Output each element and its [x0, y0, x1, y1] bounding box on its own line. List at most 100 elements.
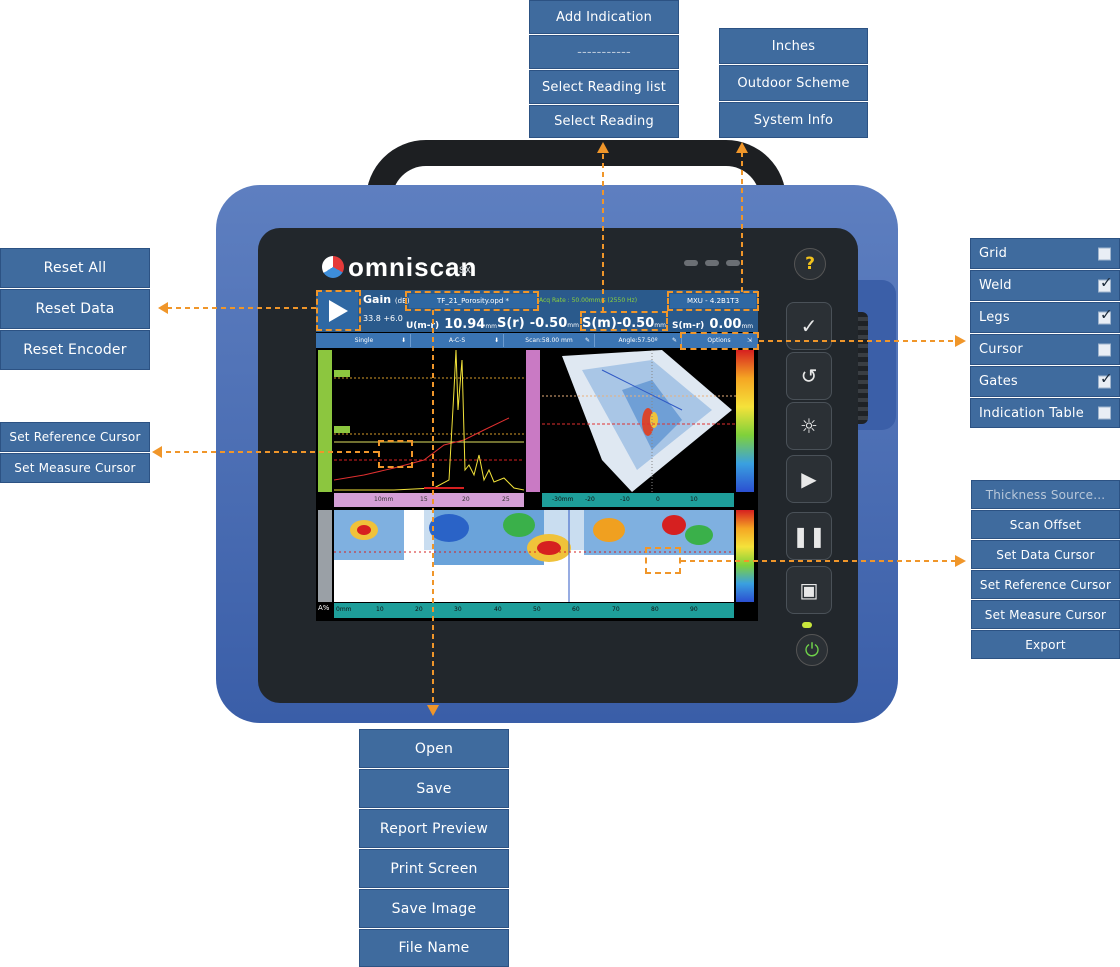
menu-item-file-name[interactable]: File Name — [359, 929, 509, 967]
option-label: Gates — [979, 374, 1018, 389]
menu-item-inches[interactable]: Inches — [719, 28, 868, 64]
play-icon: ▶ — [801, 467, 817, 491]
reading-sr[interactable]: S(r) -0.50mm — [497, 312, 579, 331]
menu-item-set-reference-cursor[interactable]: Set Reference Cursor — [0, 422, 150, 452]
menu-item-print-screen[interactable]: Print Screen — [359, 849, 509, 888]
checkbox[interactable]: ✓ — [1098, 275, 1113, 292]
probe-field[interactable]: MXU - 4.2B1T3 — [670, 294, 756, 308]
option-label: Grid — [979, 246, 1008, 261]
checkbox[interactable]: ✓ — [1098, 307, 1113, 324]
menu-item-indication-table[interactable]: Indication Table — [970, 398, 1120, 428]
sscan-scale-label: 10 — [690, 496, 698, 503]
menu-item-grid[interactable]: Grid — [970, 238, 1120, 269]
menu-item-report-preview[interactable]: Report Preview — [359, 809, 509, 848]
cscan-scan-ruler — [334, 603, 734, 618]
reading-u[interactable]: U(m-r) 10.94mm — [406, 313, 497, 332]
sscan-color-palette — [736, 350, 754, 492]
menu-item-set-measure-cursor[interactable]: Set Measure Cursor — [971, 600, 1120, 629]
accept-button[interactable]: ✓ — [786, 302, 832, 350]
checkmark-icon: ✓ — [1100, 273, 1113, 291]
menu-item-save[interactable]: Save — [359, 769, 509, 808]
power-button[interactable]: ⏻ — [796, 634, 828, 666]
brand-name: omniscan — [348, 252, 478, 282]
menu-item-outdoor-scheme[interactable]: Outdoor Scheme — [719, 65, 868, 101]
reading-smr[interactable]: S(m-r) 0.00mm — [672, 313, 753, 332]
cscan-scale-label: 40 — [494, 606, 502, 613]
cscan-color-palette — [736, 510, 754, 602]
cscan-scale-label: 90 — [690, 606, 698, 613]
menu-item-select-reading-list[interactable]: Select Reading list — [529, 70, 679, 104]
save-button[interactable]: ▣ — [786, 566, 832, 614]
menu-item-weld[interactable]: Weld✓ — [970, 270, 1120, 301]
checkbox[interactable] — [1098, 247, 1111, 260]
light-icon: ☼ — [800, 414, 818, 438]
toolbar-view-select[interactable]: A-C-S⬇ — [411, 334, 504, 347]
play-button[interactable]: ▶ — [786, 455, 832, 503]
menu-item-reset-encoder[interactable]: Reset Encoder — [0, 330, 150, 370]
sscan-index-ruler — [542, 493, 734, 507]
menu-item-open[interactable]: Open — [359, 729, 509, 768]
acq-rate-text: Acq Rate : 50.00mm/s (2550 Hz) — [539, 297, 638, 304]
checkbox[interactable] — [1098, 406, 1111, 420]
menu-item-set-measure-cursor[interactable]: Set Measure Cursor — [0, 453, 150, 483]
arrow-down-icon: ⬇ — [400, 337, 406, 344]
checkbox[interactable] — [1098, 343, 1111, 356]
toolbar-label: Angle:57.50º — [618, 337, 658, 344]
floppy-icon: ▣ — [799, 578, 819, 602]
menu-item-legs[interactable]: Legs ✓ — [970, 302, 1120, 333]
reading-value: -0.50 — [529, 316, 568, 331]
pause-button[interactable]: ❚❚ — [786, 512, 832, 560]
menu-item-scan-offset[interactable]: Scan Offset — [971, 510, 1120, 539]
option-label: Legs — [979, 310, 1010, 325]
toolbar-layout-select[interactable]: Single ⬇ — [318, 334, 411, 347]
toolbar-angle-field[interactable]: Angle:57.50º✎ — [595, 334, 682, 347]
menu-item-cursor[interactable]: Cursor — [970, 334, 1120, 365]
cscan-scale-label: 70 — [612, 606, 620, 613]
reading-label: S(r) — [497, 316, 525, 331]
ascan-depth-ruler — [334, 493, 524, 507]
menu-item-export[interactable]: Export — [971, 630, 1120, 659]
ascan-plot[interactable] — [334, 350, 524, 492]
reading-unit: mm — [485, 323, 498, 330]
sscan-plot[interactable] — [542, 350, 736, 492]
gain-value[interactable]: 33.8 +6.0 — [363, 314, 403, 323]
acquisition-play-button[interactable] — [318, 292, 358, 330]
reading-label: S(m-r) — [672, 321, 705, 331]
toolbar-label: Single — [354, 337, 374, 344]
callout-outline-probe — [667, 291, 759, 311]
cscan-scale-label: 10 — [376, 606, 384, 613]
gain-label: Gain (dB) — [363, 293, 410, 306]
checkbox[interactable]: ✓ — [1098, 371, 1113, 388]
model-name: sx — [459, 262, 471, 276]
cscan-scale-label: 20 — [415, 606, 423, 613]
options-icon: ⇲ — [746, 337, 752, 344]
menu-item-select-reading[interactable]: Select Reading — [529, 105, 679, 138]
callout-outline-cursor — [378, 440, 413, 468]
callout-outline-options — [680, 332, 759, 350]
undo-button[interactable]: ↺ — [786, 352, 832, 400]
menu-item-set-data-cursor[interactable]: Set Data Cursor — [971, 540, 1120, 569]
brightness-button[interactable]: ☼ — [786, 402, 832, 450]
menu-item-set-reference-cursor[interactable]: Set Reference Cursor — [971, 570, 1120, 599]
menu-item-system-info[interactable]: System Info — [719, 102, 868, 138]
file-name-field[interactable]: TF_21_Porosity.opd * — [409, 294, 537, 308]
gain-title: Gain — [363, 293, 392, 306]
cscan-plot[interactable] — [334, 510, 734, 602]
reading-unit: mm — [741, 323, 754, 330]
ascan-gate-bar — [526, 350, 540, 492]
menu-item-add-indication[interactable]: Add Indication — [529, 0, 679, 34]
menu-item-save-image[interactable]: Save Image — [359, 889, 509, 928]
arrow-down-icon: ⬇ — [493, 337, 499, 344]
menu-item-gates[interactable]: Gates ✓ — [970, 366, 1120, 397]
play-icon — [329, 300, 348, 322]
menu-item-reset-data[interactable]: Reset Data — [0, 289, 150, 329]
power-led — [802, 622, 812, 628]
toolbar-options-button[interactable]: Options⇲ — [682, 334, 756, 347]
toolbar-scan-field[interactable]: Scan:58.00 mm✎ — [504, 334, 595, 347]
callout-outline-play — [316, 290, 361, 331]
menu-item-reset-all[interactable]: Reset All — [0, 248, 150, 288]
help-button[interactable]: ? — [794, 248, 826, 280]
callout-outline-data-cursor — [645, 547, 681, 574]
reading-sm[interactable]: S(m)-0.50mm — [582, 312, 666, 331]
power-icon: ⏻ — [804, 639, 820, 661]
